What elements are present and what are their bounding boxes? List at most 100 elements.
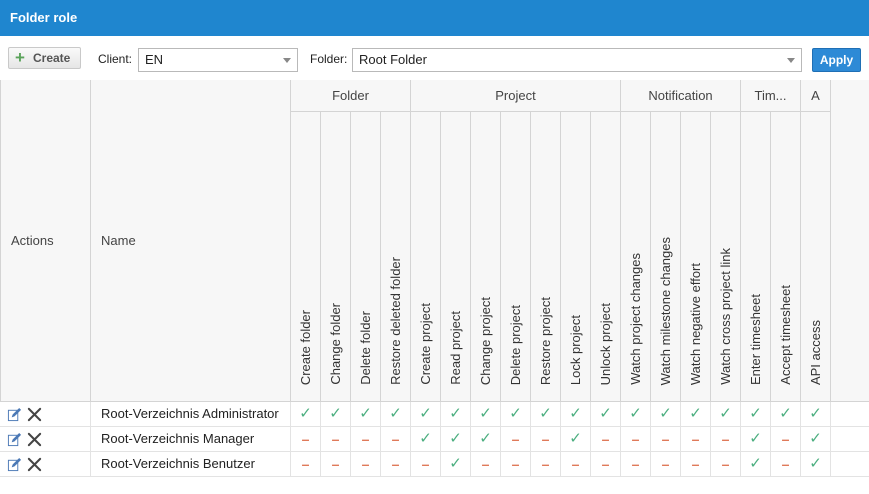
folder-label: Folder: [310, 52, 348, 66]
permission-granted-icon: ✓ [441, 452, 471, 476]
role-name: Root-Verzeichnis Benutzer [91, 452, 291, 476]
permission-granted-icon: ✓ [771, 402, 801, 426]
column-header-change-project[interactable]: Change project [471, 112, 501, 402]
actions-cell [0, 452, 91, 476]
permission-denied-icon: – [321, 452, 351, 476]
column-header-label: Watch negative effort [687, 262, 703, 385]
permission-granted-icon: ✓ [591, 402, 621, 426]
permission-granted-icon: ✓ [741, 452, 771, 476]
column-header-label: Accept timesheet [777, 285, 793, 385]
permission-denied-icon: – [681, 427, 711, 451]
column-header-label: Watch milestone changes [657, 236, 673, 385]
permission-denied-icon: – [621, 452, 651, 476]
table-row[interactable]: Root-Verzeichnis Manager––––✓✓✓––✓–––––✓… [0, 427, 869, 452]
column-header-label: Lock project [567, 314, 583, 385]
permission-granted-icon: ✓ [561, 427, 591, 451]
column-header-watch-milestone-changes[interactable]: Watch milestone changes [651, 112, 681, 402]
column-header-delete-project[interactable]: Delete project [501, 112, 531, 402]
column-header-watch-negative-effort[interactable]: Watch negative effort [681, 112, 711, 402]
column-header-lock-project[interactable]: Lock project [561, 112, 591, 402]
table-row[interactable]: Root-Verzeichnis Administrator✓✓✓✓✓✓✓✓✓✓… [0, 402, 869, 427]
client-select-value: EN [145, 52, 164, 67]
column-header-watch-project-changes[interactable]: Watch project changes [621, 112, 651, 402]
column-header-restore-project[interactable]: Restore project [531, 112, 561, 402]
column-header-label: Change project [477, 296, 493, 385]
group-header-folder: Folder [291, 80, 411, 112]
permission-denied-icon: – [681, 452, 711, 476]
column-header-enter-timesheet[interactable]: Enter timesheet [741, 112, 771, 402]
client-select[interactable]: EN [138, 48, 298, 72]
column-header-restore-deleted-folder[interactable]: Restore deleted folder [381, 112, 411, 402]
group-header-notification: Notification [621, 80, 741, 112]
delete-icon[interactable] [27, 457, 42, 472]
permission-denied-icon: – [531, 452, 561, 476]
create-button[interactable]: + Create [8, 47, 81, 69]
column-header-label: Create project [417, 303, 433, 385]
create-button-label: Create [33, 51, 71, 65]
permission-granted-icon: ✓ [561, 402, 591, 426]
permission-granted-icon: ✓ [681, 402, 711, 426]
column-header-label: Watch project changes [627, 253, 643, 385]
actions-cell [0, 427, 91, 451]
permission-denied-icon: – [471, 452, 501, 476]
permission-denied-icon: – [501, 452, 531, 476]
edit-icon[interactable] [7, 457, 22, 472]
edit-icon[interactable] [7, 432, 22, 447]
column-header-create-project[interactable]: Create project [411, 112, 441, 402]
permission-denied-icon: – [381, 427, 411, 451]
permission-denied-icon: – [771, 427, 801, 451]
permission-granted-icon: ✓ [321, 402, 351, 426]
column-header-create-folder[interactable]: Create folder [291, 112, 321, 402]
table-row[interactable]: Root-Verzeichnis Benutzer–––––✓–––––––––… [0, 452, 869, 477]
permission-denied-icon: – [651, 427, 681, 451]
column-header-label: Enter timesheet [747, 293, 763, 385]
permission-granted-icon: ✓ [441, 427, 471, 451]
column-header-api-access[interactable]: API access [801, 112, 831, 402]
column-header-label: Unlock project [597, 302, 613, 385]
column-header-unlock-project[interactable]: Unlock project [591, 112, 621, 402]
column-header-label: API access [807, 319, 823, 385]
column-header-read-project[interactable]: Read project [441, 112, 471, 402]
toolbar: + Create Client: EN Folder: Root Folder … [0, 36, 869, 80]
column-header-label: Delete folder [357, 311, 373, 385]
permission-denied-icon: – [321, 427, 351, 451]
permission-granted-icon: ✓ [471, 427, 501, 451]
permission-granted-icon: ✓ [741, 402, 771, 426]
permission-granted-icon: ✓ [291, 402, 321, 426]
apply-button[interactable]: Apply [812, 48, 861, 72]
permission-granted-icon: ✓ [711, 402, 741, 426]
actions-header-label: Actions [11, 233, 54, 248]
name-column-header[interactable]: Name [91, 80, 291, 402]
permission-granted-icon: ✓ [501, 402, 531, 426]
chevron-down-icon [283, 58, 291, 63]
folder-select[interactable]: Root Folder [352, 48, 802, 72]
edit-icon[interactable] [7, 407, 22, 422]
delete-icon[interactable] [27, 407, 42, 422]
column-header-watch-cross-project-link[interactable]: Watch cross project link [711, 112, 741, 402]
permission-denied-icon: – [771, 452, 801, 476]
role-name: Root-Verzeichnis Manager [91, 427, 291, 451]
column-header-label: Restore deleted folder [387, 257, 403, 385]
permission-denied-icon: – [651, 452, 681, 476]
column-header-change-folder[interactable]: Change folder [321, 112, 351, 402]
name-header-label: Name [101, 233, 136, 248]
permission-denied-icon: – [501, 427, 531, 451]
permission-granted-icon: ✓ [351, 402, 381, 426]
permission-granted-icon: ✓ [741, 427, 771, 451]
actions-column-header: Actions [0, 80, 91, 402]
permission-granted-icon: ✓ [801, 402, 831, 426]
role-name: Root-Verzeichnis Administrator [91, 402, 291, 426]
column-header-label: Change folder [327, 303, 343, 385]
client-label: Client: [98, 52, 133, 66]
permission-granted-icon: ✓ [411, 402, 441, 426]
permission-granted-icon: ✓ [801, 427, 831, 451]
column-header-delete-folder[interactable]: Delete folder [351, 112, 381, 402]
permission-granted-icon: ✓ [471, 402, 501, 426]
permission-granted-icon: ✓ [441, 402, 471, 426]
group-header-project: Project [411, 80, 621, 112]
permission-denied-icon: – [531, 427, 561, 451]
column-header-label: Read project [447, 311, 463, 385]
delete-icon[interactable] [27, 432, 42, 447]
permission-denied-icon: – [711, 427, 741, 451]
column-header-accept-timesheet[interactable]: Accept timesheet [771, 112, 801, 402]
